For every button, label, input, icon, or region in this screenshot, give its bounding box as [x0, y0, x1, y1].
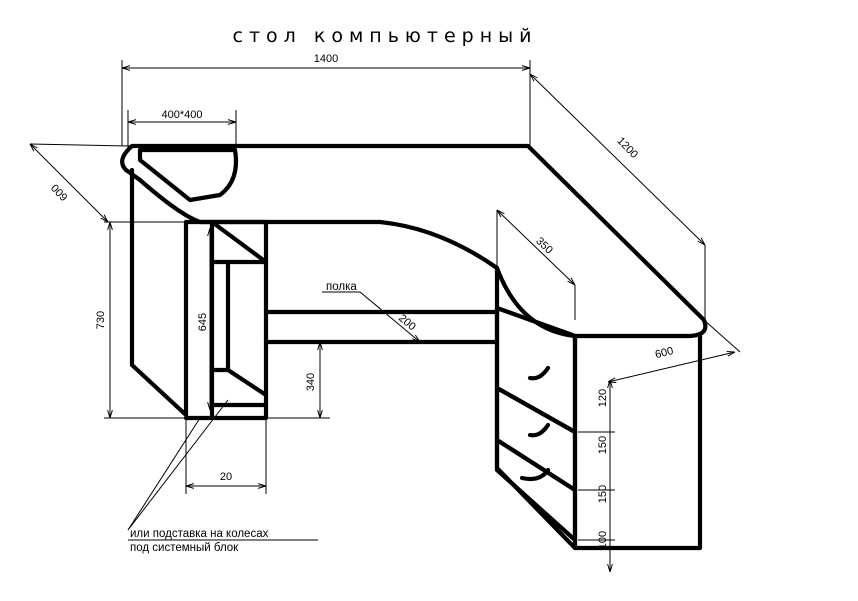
- left-pedestal: [183, 219, 269, 421]
- desk-outline: [120, 143, 708, 551]
- drawer-handle-3: [519, 467, 551, 482]
- keyboard-shelf: [263, 309, 500, 345]
- corner-cutout: [137, 147, 239, 203]
- note-line-2: под системный блок: [130, 542, 239, 554]
- dim-shelf-height: 340: [305, 373, 317, 391]
- note-line-1: или подставка на колесах: [130, 528, 269, 540]
- left-side-panel: [129, 167, 189, 418]
- dim-total-width: 1400: [314, 53, 338, 65]
- dim-drawer-2: 150: [597, 436, 609, 454]
- drawing-title: стол компьютерный: [233, 25, 538, 47]
- dim-drawer-bottom: 100: [597, 531, 609, 549]
- dim-depth-right: 1200: [614, 135, 640, 161]
- left-pedestal-inner: [209, 219, 269, 421]
- label-shelf: полка: [326, 281, 357, 293]
- dim-bottom-gap: 20: [220, 471, 232, 483]
- dimension-lines: [30, 60, 741, 572]
- drawer-handle-2: [527, 422, 551, 438]
- dim-cutout: 400*400: [162, 109, 203, 121]
- dim-inner-height: 645: [197, 313, 209, 331]
- dim-depth-left: 600: [49, 181, 70, 203]
- dim-drawer-1: 120: [597, 389, 609, 407]
- drawer-1: [494, 305, 578, 435]
- dim-height: 730: [95, 311, 107, 329]
- left-pedestal-diag: [209, 219, 269, 265]
- dim-drawer-3: 150: [597, 485, 609, 503]
- dim-drawer-depth: 350: [533, 235, 555, 256]
- drawer-3: [494, 437, 578, 543]
- drawer-2: [494, 385, 578, 493]
- dim-shelf-depth: 200: [396, 312, 418, 333]
- dim-pedestal-depth: 600: [654, 345, 675, 361]
- drawer-handle-1: [527, 365, 551, 381]
